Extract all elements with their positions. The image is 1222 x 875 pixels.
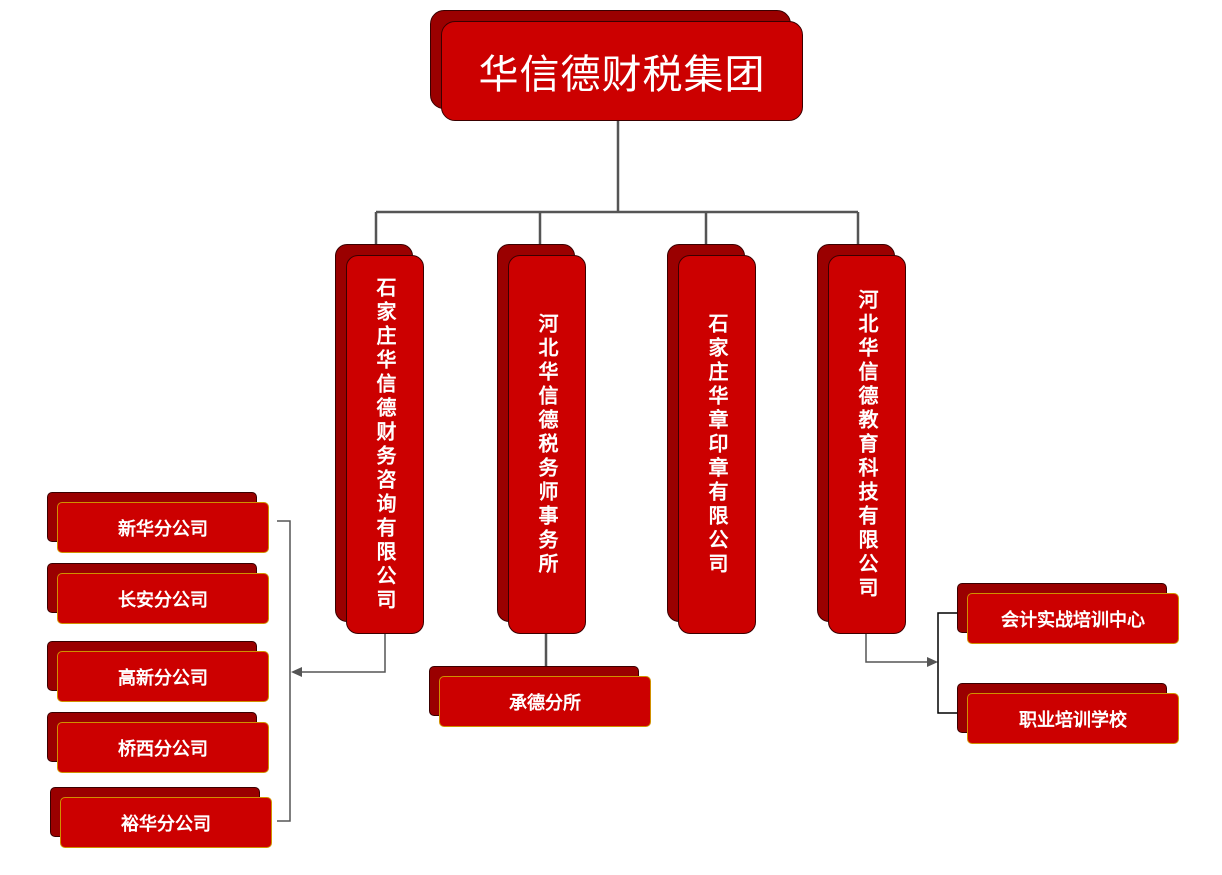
branch-name: 长安分公司 — [57, 573, 269, 624]
company-name: 石家庄华信德财务咨询有限公司 — [346, 255, 424, 634]
company-name: 河北华信德教育科技有限公司 — [828, 255, 906, 634]
company-name: 石家庄华章印章有限公司 — [678, 255, 756, 634]
branch-box-yuhua[interactable]: 裕华分公司 — [50, 787, 272, 848]
branch-box-qiaoxi[interactable]: 桥西分公司 — [47, 712, 269, 773]
branch-box-chengde[interactable]: 承德分所 — [429, 666, 651, 727]
branch-box-gaoxin[interactable]: 高新分公司 — [47, 641, 269, 702]
company-box-consulting[interactable]: 石家庄华信德财务咨询有限公司 — [335, 244, 424, 634]
consulting-to-branches-arrow — [300, 633, 386, 673]
company-name: 河北华信德税务师事务所 — [508, 255, 586, 634]
company-box-tax-firm[interactable]: 河北华信德税务师事务所 — [497, 244, 586, 634]
unit-name: 职业培训学校 — [967, 693, 1179, 744]
branch-box-xinhua[interactable]: 新华分公司 — [47, 492, 269, 553]
branch-name: 高新分公司 — [57, 651, 269, 702]
education-to-units-arrow — [865, 633, 928, 663]
unit-name: 会计实战培训中心 — [967, 593, 1179, 644]
branch-name: 裕华分公司 — [60, 797, 272, 848]
unit-box-accounting-training[interactable]: 会计实战培训中心 — [957, 583, 1179, 644]
branches-arrowhead — [291, 667, 302, 677]
branch-name: 承德分所 — [439, 676, 651, 727]
group-title: 华信德财税集团 — [441, 21, 803, 121]
branches-bracket — [277, 520, 291, 822]
units-bracket — [937, 612, 958, 714]
branch-box-changan[interactable]: 长安分公司 — [47, 563, 269, 624]
branch-name: 桥西分公司 — [57, 722, 269, 773]
branch-name: 新华分公司 — [57, 502, 269, 553]
company-box-seal[interactable]: 石家庄华章印章有限公司 — [667, 244, 756, 634]
units-arrowhead — [927, 657, 938, 667]
company-box-education[interactable]: 河北华信德教育科技有限公司 — [817, 244, 906, 634]
group-root-box[interactable]: 华信德财税集团 — [430, 10, 803, 121]
unit-box-vocational-school[interactable]: 职业培训学校 — [957, 683, 1179, 744]
